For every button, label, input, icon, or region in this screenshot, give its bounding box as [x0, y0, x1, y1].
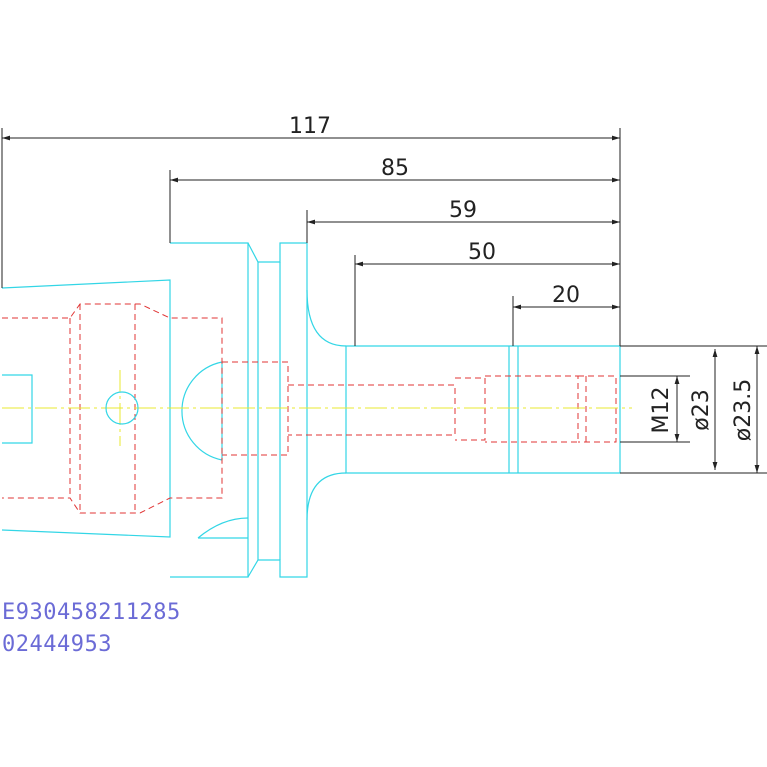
dim-20: 20 [552, 283, 580, 308]
order-number-label: 02444953 [2, 632, 112, 657]
dim-m12: M12 [649, 387, 674, 434]
dim-50: 50 [468, 240, 496, 265]
center-line [2, 370, 632, 446]
dim-117: 117 [289, 114, 331, 139]
dim-85: 85 [381, 156, 409, 181]
part-outline [1, 242, 621, 578]
dim-59: 59 [449, 198, 477, 223]
part-number-label: E930458211285 [2, 600, 181, 625]
diameter-dimensions [620, 345, 767, 474]
dim-diameter-23: ø23 [689, 389, 714, 430]
dimension-lines [1, 128, 621, 346]
dim-diameter-23-5: ø23.5 [731, 379, 756, 441]
